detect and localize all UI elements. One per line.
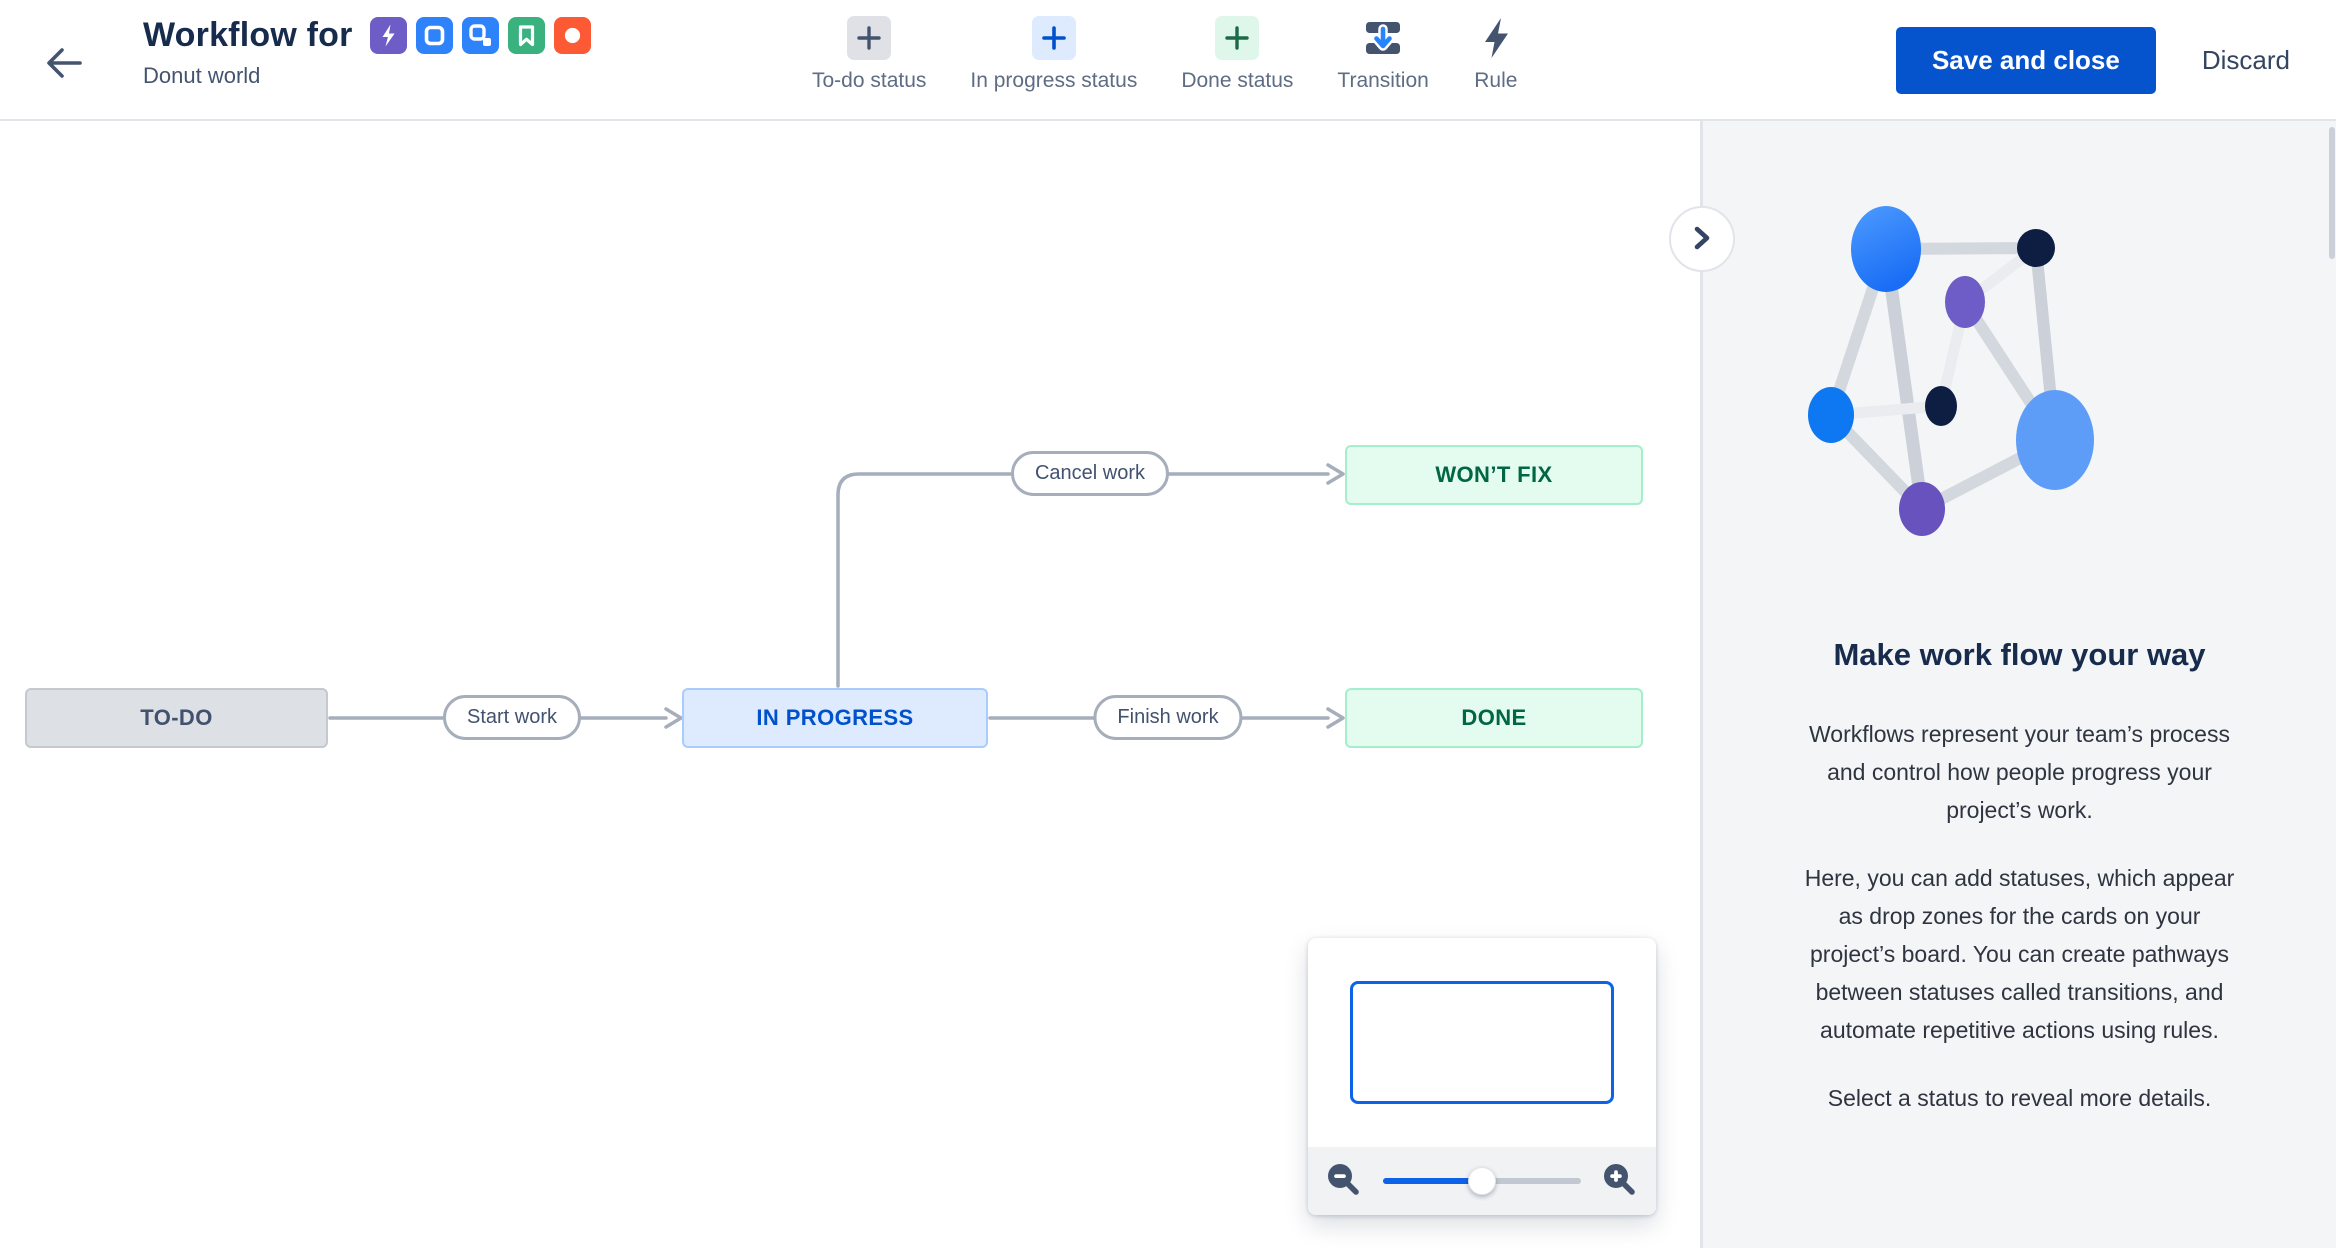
minimap-panel <box>1308 938 1656 1215</box>
status-node-in-progress[interactable]: IN PROGRESS <box>682 688 988 748</box>
zoom-slider[interactable] <box>1383 1167 1581 1195</box>
node-navy-center <box>1924 386 1957 426</box>
sidebar-scrollbar[interactable] <box>2329 127 2335 259</box>
magnifier-plus-icon <box>1601 1161 1639 1202</box>
transition-cancel-work[interactable]: Cancel work <box>1010 451 1170 496</box>
help-sidebar: Make work flow your way Workflows repres… <box>1669 121 2336 1248</box>
back-button[interactable] <box>38 38 90 90</box>
zoom-out-button[interactable] <box>1325 1161 1363 1202</box>
page-title: Workflow for <box>143 16 353 54</box>
add-transition-button[interactable]: Transition <box>1337 16 1429 93</box>
project-name: Donut world <box>143 63 261 88</box>
top-header: Workflow for Donut world <box>0 0 2336 121</box>
subtask-icon <box>461 17 499 54</box>
minimap-zoom-bar <box>1308 1147 1656 1215</box>
bug-icon <box>553 17 591 54</box>
transition-finish-work[interactable]: Finish work <box>1093 695 1243 740</box>
status-node-todo[interactable]: TO-DO <box>25 688 328 748</box>
node-purple-center <box>1944 276 1985 328</box>
zoom-slider-thumb[interactable] <box>1468 1167 1496 1195</box>
sidebar-paragraph: Here, you can add statuses, which appear… <box>1804 865 2235 1043</box>
node-blue-left <box>1807 387 1854 443</box>
story-icon <box>507 17 545 54</box>
add-inprogress-status-button[interactable]: In progress status <box>970 16 1137 93</box>
lightning-icon <box>1473 16 1519 60</box>
magnifier-minus-icon <box>1325 1161 1363 1202</box>
collapse-sidebar-button[interactable] <box>1669 206 1735 272</box>
sidebar-paragraph: Workflows represent your team’s process … <box>1809 721 2230 823</box>
plus-icon <box>1031 16 1076 60</box>
status-node-wont-fix[interactable]: WON’T FIX <box>1345 445 1643 505</box>
discard-button[interactable]: Discard <box>2201 45 2290 75</box>
status-node-done[interactable]: DONE <box>1345 688 1643 748</box>
transition-start-work[interactable]: Start work <box>442 695 582 740</box>
epic-icon <box>369 17 407 54</box>
workflow-canvas[interactable]: TO-DO IN PROGRESS DONE WON’T FIX Start w… <box>0 121 1700 1248</box>
issue-type-icons <box>369 17 591 54</box>
sidebar-paragraph: Select a status to reveal more details. <box>1827 1085 2212 1111</box>
sidebar-heading: Make work flow your way <box>1833 637 2206 672</box>
plus-icon <box>1215 16 1260 60</box>
save-and-close-button[interactable]: Save and close <box>1895 27 2156 94</box>
chevron-right-icon <box>1689 223 1715 256</box>
add-done-status-button[interactable]: Done status <box>1181 16 1293 93</box>
zoom-in-button[interactable] <box>1601 1161 1639 1202</box>
node-purple-bottom <box>1898 482 1945 536</box>
minimap-viewport[interactable] <box>1350 981 1614 1104</box>
node-big-blue <box>1850 206 1921 292</box>
node-big-lightblue <box>2015 390 2094 490</box>
zoom-slider-fill <box>1383 1178 1482 1184</box>
transition-icon <box>1360 16 1406 60</box>
plus-icon <box>847 16 892 60</box>
add-rule-button[interactable]: Rule <box>1473 16 1519 93</box>
node-navy-top <box>2016 229 2055 267</box>
add-todo-status-button[interactable]: To-do status <box>812 16 926 93</box>
editor-toolbar: To-do status In progress status Done sta… <box>812 16 1519 93</box>
network-illustration <box>1807 206 2094 536</box>
back-arrow-icon <box>42 45 86 84</box>
task-icon <box>415 17 453 54</box>
